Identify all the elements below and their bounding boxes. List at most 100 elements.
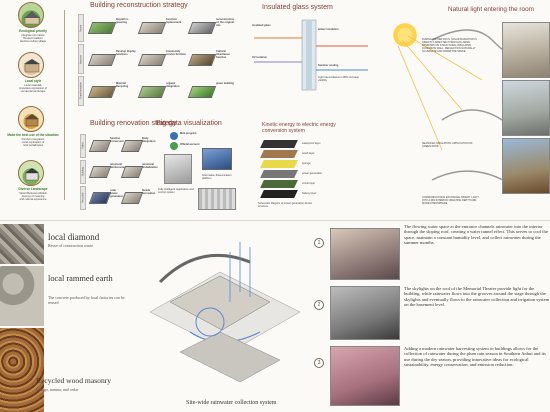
diamond-photo	[0, 224, 44, 264]
building-model	[137, 86, 167, 98]
building-model	[137, 22, 167, 34]
rainwater-caption: Site-wide rainwater collection system	[186, 400, 277, 406]
strategy-label: Cultural inheritance function	[216, 50, 230, 59]
strategy-item: Community service function	[137, 46, 188, 74]
renovation-label: facade renovation	[142, 189, 156, 195]
renovation-label: structural revitalization	[142, 163, 158, 169]
strategy-item: Function replacement	[137, 14, 188, 42]
kinetic-panel: Kinetic energy to electric energy conver…	[248, 118, 372, 218]
rainwater-steps: 1 The flowing water space at the entranc…	[308, 224, 550, 410]
glass-label: insulated glass	[252, 24, 271, 27]
strategy-item: Develop display functions	[87, 46, 138, 74]
layer-plate	[260, 180, 298, 188]
bigdata-label: Fully intelligent registration and contr…	[158, 188, 194, 194]
left-item-line: Journey of meaning	[21, 195, 45, 198]
material-subtitle: Ginkgo, nanmu, and cedar	[36, 387, 79, 392]
renovation-label: function conversion	[110, 137, 124, 143]
bigdata-device	[164, 154, 192, 184]
interior-photo-1	[502, 22, 550, 78]
layer-label: wood layer	[302, 152, 315, 155]
building-model	[87, 54, 117, 66]
bigdata-label: Official account	[180, 143, 200, 146]
left-connector	[64, 10, 65, 200]
material-subtitle: Reuse of construction waste	[48, 243, 93, 248]
bigdata-label: Mini program	[180, 132, 197, 135]
building-model	[120, 140, 144, 152]
strategy-item: Overall re-greening	[87, 14, 138, 42]
left-item-line: and cultural experience	[19, 198, 47, 201]
left-item-title: Ecological priority	[19, 29, 47, 33]
building-model	[88, 140, 112, 152]
strategy-item: Cultural inheritance function	[187, 46, 238, 74]
building-model	[88, 192, 112, 204]
strategy-item: Material Recycling	[87, 78, 138, 106]
kinetic-title: Kinetic energy to electric energy conver…	[262, 122, 336, 134]
strategy-label: organic integration	[166, 82, 180, 88]
strategy-item: organic integration	[137, 78, 188, 106]
left-item-line: rural revitalization	[22, 144, 44, 147]
layer-plate	[260, 150, 298, 158]
row-tab: Recycled	[80, 186, 86, 210]
step-photo-3	[330, 346, 400, 406]
renovation-panel: Building renovation strategy Fabric Buil…	[66, 118, 176, 214]
renovation-item: structural reinforcement	[88, 160, 128, 184]
step-number: 2	[314, 300, 324, 310]
light-rays	[397, 29, 523, 186]
glass-label: winter insulation	[318, 28, 339, 31]
left-item-line: Huizhou culture village	[19, 40, 47, 43]
strategy-label: Develop display functions	[116, 50, 136, 56]
step-text: The skylights on the roof of the Memoria…	[404, 286, 550, 308]
bigdata-panel: Big data visualization Mini program Offi…	[154, 118, 238, 214]
strategy-label: Overall re-greening	[116, 18, 129, 24]
material-title: local rammed earth	[48, 274, 113, 283]
layer-plate	[260, 170, 298, 178]
section-divider	[0, 220, 550, 221]
building-model	[187, 54, 217, 66]
ecology-illustration	[18, 2, 44, 28]
strategy-label: reconstruction on the original site	[216, 18, 235, 27]
light-note: COMMUNICATIONS EXCHANGE: BRIGHT LIGHT IN…	[422, 196, 479, 205]
city-model	[198, 188, 236, 210]
situation-illustration	[18, 106, 44, 132]
layer-label: waterproof layer	[302, 142, 321, 145]
left-item-line: Local materials	[24, 84, 42, 87]
left-item-line: Respect tradition	[23, 37, 43, 40]
renovation-item: structural revitalization	[120, 160, 158, 184]
strategy-item: green building	[187, 78, 238, 106]
glass-label: UV isolation	[252, 56, 267, 59]
site-axonometric	[149, 242, 301, 383]
building-model	[88, 166, 112, 178]
rammed-earth-photo	[0, 266, 44, 326]
step-text: The flowing water space at the entrance …	[404, 224, 548, 246]
rainwater-model: Site-wide rainwater collection system	[130, 222, 310, 406]
glass-label: Summer cooling	[318, 64, 339, 67]
left-item-title: Local style	[24, 79, 42, 83]
strategy-label: Function replacement	[166, 18, 182, 24]
official-account-icon	[170, 142, 178, 150]
natural-light-title: Natural light entering the room	[448, 6, 534, 13]
natural-light-panel: Natural light entering the room DURING W…	[372, 0, 550, 218]
light-note: DURING WINTER DAYS, SOLAR RADIATION IS D…	[422, 38, 477, 53]
strategy-label: Community service function	[166, 50, 186, 56]
kinetic-caption: Schematic diagram of power generation de…	[258, 202, 313, 208]
strategy-label: green building	[216, 82, 234, 85]
row-tab: Improve	[78, 44, 84, 74]
left-item-line: vernacular landscape	[20, 90, 46, 93]
step-photo-1	[330, 228, 400, 280]
layer-plate	[260, 160, 298, 168]
sun-icon	[390, 20, 420, 50]
building-model	[87, 86, 117, 98]
interior-photo-3	[502, 138, 550, 194]
materials-panel: local diamond Reuse of construction wast…	[0, 222, 130, 412]
renovation-item: Body integration	[120, 134, 155, 158]
renovation-label: structural reinforcement	[110, 163, 128, 169]
layer-plate	[260, 190, 298, 198]
glass-panel: Insulated glass system insulated glass w…	[248, 0, 372, 100]
strategy-label: Material Recycling	[116, 82, 129, 88]
glass-section-diagram	[254, 19, 368, 91]
bigdata-screen	[202, 148, 232, 170]
renovation-label: solar power generation	[110, 189, 124, 198]
material-title: Recycled wood masonry	[36, 376, 112, 385]
renovation-item: facade renovation	[120, 186, 156, 210]
light-note: SEASONAL INSULATION: APPLICATION OF GREE…	[422, 142, 473, 148]
